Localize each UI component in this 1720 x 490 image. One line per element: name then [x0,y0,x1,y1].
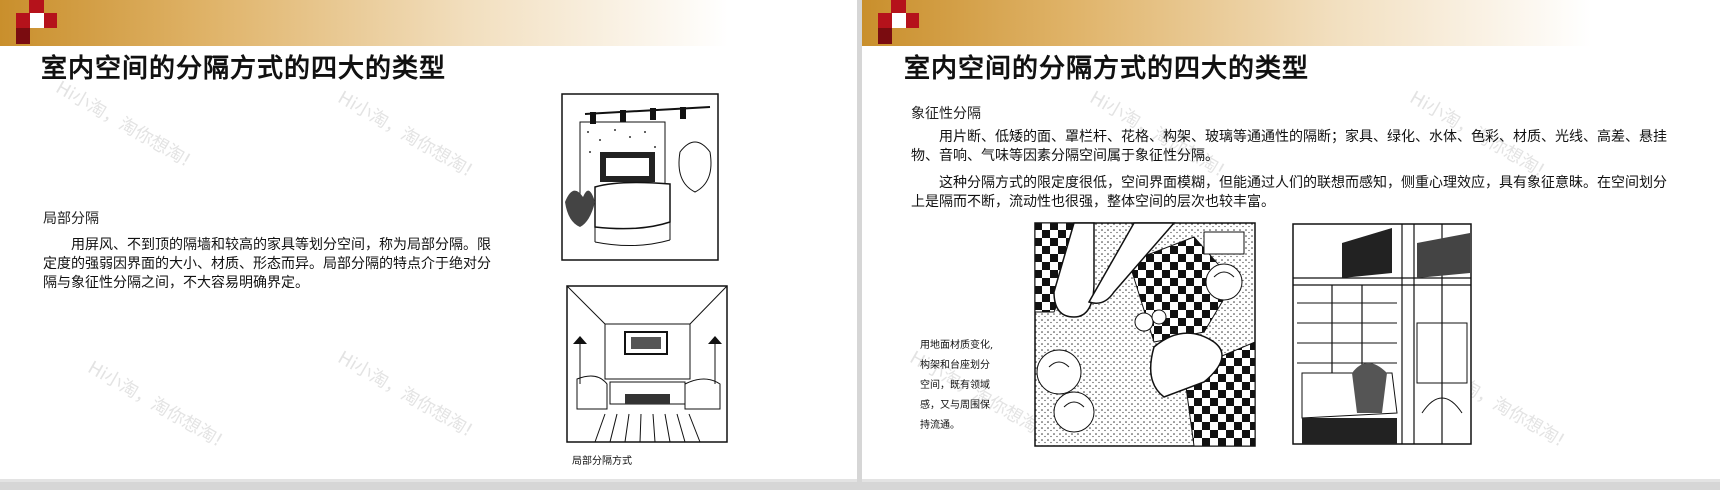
section-heading: 象征性分隔 [911,106,981,122]
watermark: Hi小淘，淘你想淘! [334,347,477,442]
logo-square-red [29,0,44,13]
caption-line: 空间，既有领域 [920,380,990,391]
watermark: Hi小淘，淘你想淘! [84,357,227,452]
caption-line: 感，又与周围保 [920,400,990,411]
logo-square-red [891,0,906,13]
caption-line: 持流通。 [920,420,960,431]
header-gradient-bar [0,0,857,46]
logo-square-white [30,13,44,28]
bottom-divider [862,479,1720,482]
slide-right: 室内空间的分隔方式的四大的类型 Hi小淘，淘你想淘! Hi小淘，淘你想淘! Hi… [862,0,1720,482]
logo-square-red [878,13,892,28]
frame-structure-sketch [1292,223,1472,445]
body-paragraph: 用片断、低矮的面、罩栏杆、花格、构架、玻璃等通通性的隔断；家具、绿化、水体、色彩… [911,129,1667,164]
logo-square-red [16,13,30,28]
figure-caption: 局部分隔方式 [572,456,632,467]
reception-desk-sketch [561,93,719,261]
bottom-divider [0,479,857,482]
logo-square-red [44,13,57,28]
figure-caption: 用地面材质变化, 构架和台座划分 空间，既有领域 感，又与周围保 持流通。 [920,336,993,436]
slide-title: 室内空间的分隔方式的四大的类型 [41,54,447,84]
slide-title: 室内空间的分隔方式的四大的类型 [904,54,1310,84]
logo-square-white [892,13,906,28]
watermark: Hi小淘，淘你想淘! [52,77,195,172]
section-heading: 局部分隔 [43,211,99,227]
watermark: Hi小淘，淘你想淘! [334,87,477,182]
caption-line: 用地面材质变化, [920,340,994,351]
body-paragraph: 这种分隔方式的限定度很低，空间界面模糊，但能通过人们的联想而感知，侧重心理效应，… [911,175,1667,210]
checkered-floor-plan-sketch [1034,222,1256,447]
header-gradient-bar [862,0,1720,46]
logo-square-red [906,13,919,28]
logo-square-dark [878,28,892,44]
logo-square-dark [16,28,30,44]
slide-left: 室内空间的分隔方式的四大的类型 Hi小淘，淘你想淘! Hi小淘，淘你想淘! Hi… [0,0,857,482]
caption-line: 构架和台座划分 [920,360,990,371]
body-paragraph: 用屏风、不到顶的隔墙和较高的家具等划分空间，称为局部分隔。限定度的强弱因界面的大… [43,237,491,291]
living-room-sketch [566,285,728,443]
